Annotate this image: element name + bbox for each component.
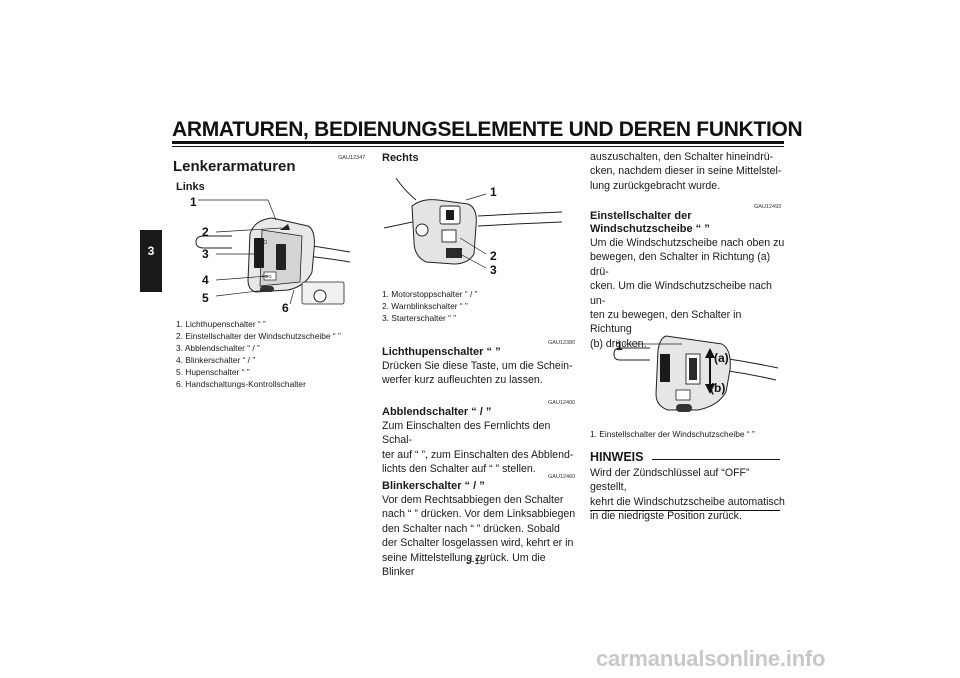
reference-code: GAU12400: [548, 400, 576, 406]
section-heading: Lichthupenschalter “ ”: [382, 346, 501, 358]
callout-4: 4: [202, 273, 209, 287]
paragraph: Drücken Sie diese Taste, um die Schein- …: [382, 360, 573, 387]
callout-3: 3: [202, 247, 209, 261]
callout-2: 2: [490, 249, 497, 263]
watermark: carmanualsonline.info: [596, 646, 826, 671]
section-heading: Blinkerschalter “ / ”: [382, 480, 485, 492]
reference-code: GAU12493: [754, 204, 782, 210]
chapter-tab: 3: [140, 230, 162, 292]
title-rule: [172, 141, 784, 144]
caption-2: 2. Warnblinkschalter “ ”: [382, 301, 468, 311]
reference-code: GAU12347: [338, 155, 366, 161]
paragraph: Vor dem Rechtsabbiegen den Schalter nach…: [382, 494, 576, 579]
svg-text:PO: PO: [260, 240, 267, 246]
svg-text:FOG: FOG: [262, 274, 272, 279]
section-heading: Lenkerarmaturen: [173, 158, 296, 175]
caption-3: 3. Starterschalter “ ”: [382, 313, 457, 323]
callout-1: 1: [190, 195, 197, 209]
callout-5: 5: [202, 291, 209, 305]
title-rule-thin: [172, 146, 784, 147]
subheading-right: Rechts: [382, 152, 419, 164]
paragraph: Um die Windschutzscheibe nach oben zu be…: [590, 237, 785, 350]
note-heading: HINWEIS: [590, 450, 644, 464]
page-number: 3-15: [466, 556, 486, 567]
right-handlebar-illustration: 1 2 3: [383, 177, 563, 277]
left-handlebar-illustration: PO FOG 1 2 3 4 5 6: [190, 195, 351, 314]
section-heading-cont: Windschutzscheibe “ ”: [590, 223, 710, 235]
subheading-left: Links: [176, 181, 205, 193]
windshield-switch-illustration: 1 (a) (b): [613, 335, 779, 412]
label-direction-a: (a): [714, 351, 729, 365]
callout-3: 3: [490, 263, 497, 277]
note-rule: [652, 459, 780, 460]
section-heading: Abblendschalter “ / ”: [382, 406, 492, 418]
callout-1: 1: [616, 339, 623, 353]
caption-5: 5. Hupenschalter “ ”: [176, 367, 250, 377]
caption-3: 3. Abblendschalter “ / ”: [176, 343, 260, 353]
paragraph: Zum Einschalten des Fernlichts den Schal…: [382, 420, 574, 476]
caption-4: 4. Blinkerschalter “ / ”: [176, 355, 256, 365]
caption-1: 1. Lichthupenschalter “ ”: [176, 319, 266, 329]
reference-code: GAU12460: [548, 474, 576, 480]
label-direction-b: (b): [710, 381, 725, 395]
caption-6: 6. Handschaltungs-Kontrollschalter: [176, 379, 306, 389]
caption-1: 1. Motorstoppschalter “ / ”: [382, 289, 478, 299]
callout-2: 2: [202, 225, 209, 239]
caption-1: 1. Einstellschalter der Windschutzscheib…: [590, 429, 755, 439]
callout-6: 6: [282, 301, 289, 314]
reference-code: GAU12380: [548, 340, 576, 346]
caption-2: 2. Einstellschalter der Windschutzscheib…: [176, 331, 341, 341]
section-heading: Einstellschalter der: [590, 210, 692, 222]
callout-1: 1: [490, 185, 497, 199]
page-title: ARMATUREN, BEDIENUNGSELEMENTE UND DEREN …: [172, 118, 803, 141]
paragraph: auszuschalten, den Schalter hineindrü- c…: [590, 151, 782, 192]
note-rule-bottom: [590, 510, 780, 511]
note-text: Wird der Zündschlüssel auf “OFF” gestell…: [590, 467, 785, 523]
